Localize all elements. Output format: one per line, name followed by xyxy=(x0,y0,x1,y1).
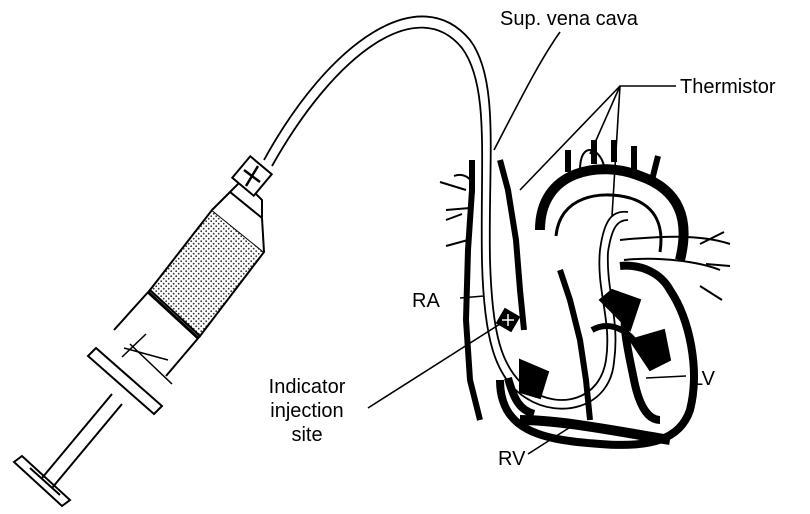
label-lv: LV xyxy=(692,368,715,390)
label-sup-vena-cava: Sup. vena cava xyxy=(500,8,638,30)
syringe xyxy=(14,156,272,506)
label-injection-line2: injection xyxy=(252,400,362,422)
plunger-rod xyxy=(42,394,122,488)
label-ra: RA xyxy=(412,290,440,312)
catheter xyxy=(264,16,628,408)
label-rv: RV xyxy=(498,448,525,470)
label-indicator-injection-site: Indicator injection site xyxy=(252,376,362,446)
plunger-thumb-pad xyxy=(14,456,70,506)
label-injection-line1: Indicator xyxy=(252,376,362,398)
label-thermistor: Thermistor xyxy=(680,76,776,98)
label-injection-line3: site xyxy=(252,424,362,446)
